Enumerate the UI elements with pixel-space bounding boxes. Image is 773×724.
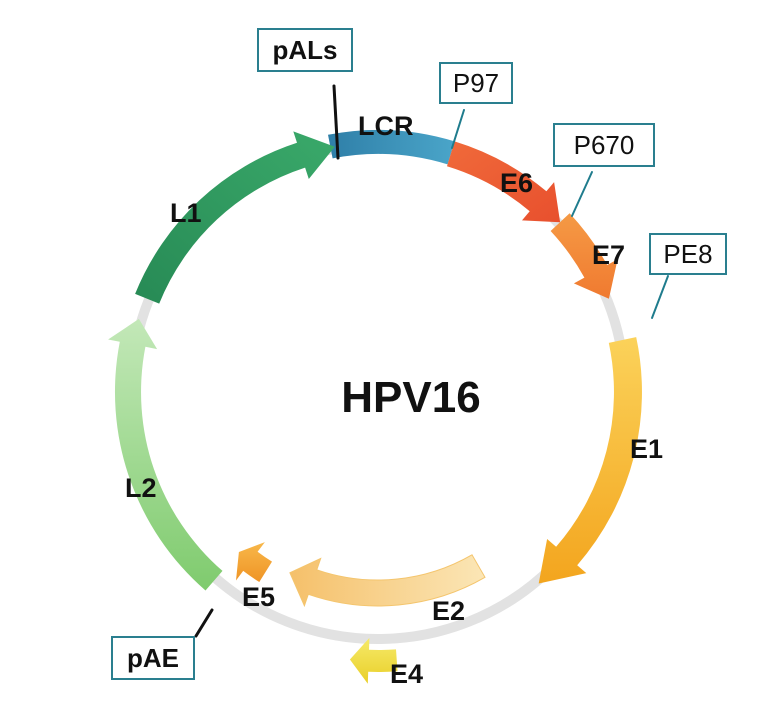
genome-title: HPV16 xyxy=(341,373,480,422)
label-e1: E1 xyxy=(630,434,663,464)
label-l2: L2 xyxy=(125,473,157,503)
p97-marker-line xyxy=(451,109,465,149)
segment-e5-arrow xyxy=(236,542,272,582)
label-lcr: LCR xyxy=(358,111,414,141)
label-e2: E2 xyxy=(432,596,465,626)
promoter-label-p97: P97 xyxy=(453,68,499,98)
promoter-box-pe8: PE8 xyxy=(649,233,727,275)
promoter-label-pe8: PE8 xyxy=(663,239,712,269)
pae-marker-line xyxy=(194,608,214,638)
label-e6: E6 xyxy=(500,168,533,198)
segment-e4-arrow xyxy=(349,637,398,684)
label-e5: E5 xyxy=(242,582,275,612)
promoter-label-pals: pALs xyxy=(273,35,338,65)
promoter-box-p97: P97 xyxy=(439,62,513,104)
label-e7: E7 xyxy=(592,240,625,270)
label-e4: E4 xyxy=(390,659,423,689)
segment-l2-arrow xyxy=(108,318,223,591)
promoter-label-pae: pAE xyxy=(127,643,179,673)
pe8-marker-line xyxy=(651,275,669,319)
segment-e7-arrow xyxy=(550,213,618,299)
label-l1: L1 xyxy=(170,198,202,228)
promoter-box-pals: pALs xyxy=(257,28,353,72)
segment-e1-arrow xyxy=(538,337,642,584)
p670-marker-line xyxy=(571,171,593,217)
segment-l1-arrow xyxy=(135,131,335,304)
segment-lcr xyxy=(328,129,455,165)
segment-e2-arrow xyxy=(289,554,486,608)
promoter-label-p670: P670 xyxy=(574,130,635,160)
promoter-box-p670: P670 xyxy=(553,123,655,167)
pals-marker-line xyxy=(332,84,340,160)
promoter-box-pae: pAE xyxy=(111,636,195,680)
segment-e6-arrow xyxy=(447,141,561,223)
